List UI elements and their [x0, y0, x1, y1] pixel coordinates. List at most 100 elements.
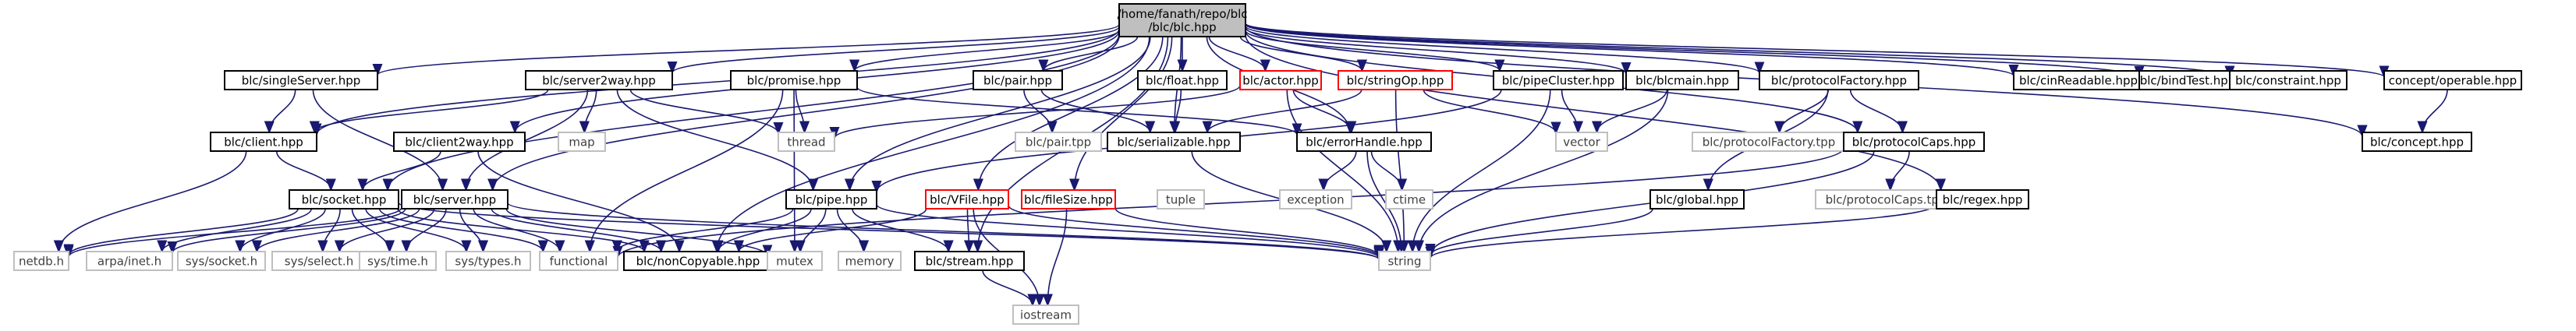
node-concept-hpp[interactable]: blc/concept.hpp: [2362, 132, 2472, 152]
node-pipe[interactable]: blc/pipe.hpp: [785, 189, 877, 210]
node-vector: vector: [1555, 132, 1608, 152]
node-box: [973, 70, 1063, 90]
node-label: blc/protocolCaps.tpp: [1826, 193, 1947, 207]
node-label: blc/protocolFactory.tpp: [1703, 136, 1836, 150]
node-regex[interactable]: blc/regex.hpp: [1936, 189, 2029, 210]
node-string: string: [1378, 251, 1431, 271]
node-arpa-inet: arpa/inet.h: [86, 251, 173, 271]
node-stringOp[interactable]: blc/stringOp.hpp: [1338, 70, 1453, 90]
node-promise[interactable]: blc/promise.hpp: [730, 70, 858, 90]
edge-fileSize-to-iostream: [1047, 208, 1068, 305]
node-label: /home/fanath/repo/blc: [1118, 7, 1248, 21]
node-actor[interactable]: blc/actor.hpp: [1239, 70, 1322, 90]
edge-operable-to-concept-hpp: [2422, 89, 2448, 133]
node-label: blc/errorHandle.hpp: [1306, 136, 1423, 150]
node-box: [1107, 132, 1241, 152]
node-box: [210, 132, 317, 152]
node-tuple: tuple: [1157, 189, 1205, 210]
node-cinReadable[interactable]: blc/cinReadable.hpp: [2013, 70, 2144, 90]
node-label: functional: [550, 255, 608, 269]
edge-fileSize-to-string: [1114, 207, 1379, 257]
node-server2way[interactable]: blc/server2way.hpp: [525, 70, 673, 90]
edge-blc-hpp-to-nonCopyable: [717, 36, 1150, 252]
node-box: [1493, 70, 1624, 90]
node-box: [778, 132, 835, 152]
node-box: [1625, 70, 1739, 90]
edge-pipe-to-functional: [617, 208, 794, 252]
node-pipeCluster[interactable]: blc/pipeCluster.hpp: [1493, 70, 1624, 90]
node-label: netdb.h: [19, 255, 64, 269]
node-box: [558, 132, 606, 152]
node-server[interactable]: blc/server.hpp: [401, 189, 508, 210]
node-errorHandle[interactable]: blc/errorHandle.hpp: [1296, 132, 1432, 152]
node-blc-hpp[interactable]: /home/fanath/repo/blc/blc/blc.hpp: [1118, 3, 1248, 37]
edge-blc-hpp-to-stringOp: [1239, 36, 1362, 72]
node-box: [1378, 251, 1431, 271]
node-functional: functional: [539, 251, 618, 271]
edge-errorHandle-to-string: [1366, 150, 1401, 252]
node-constraint[interactable]: blc/constraint.hpp: [2229, 70, 2347, 90]
node-label: blc/protocolFactory.hpp: [1771, 74, 1907, 88]
node-box: [289, 189, 399, 210]
edge-blc-hpp-to-client: [317, 28, 1120, 136]
edge-errorHandle-to-ctime: [1370, 150, 1401, 191]
node-protocolFactory-hpp[interactable]: blc/protocolFactory.hpp: [1759, 70, 1919, 90]
node-box: [1649, 189, 1745, 210]
node-serializable[interactable]: blc/serializable.hpp: [1107, 132, 1241, 152]
node-sys-socket: sys/socket.h: [177, 251, 266, 271]
edge-global-to-string: [1430, 208, 1653, 256]
edge-actor-to-errorHandle: [1292, 89, 1351, 133]
edge-socket-to-netdb: [69, 208, 299, 256]
edge-socket-to-sys-types: [365, 208, 466, 252]
node-mutex: mutex: [767, 251, 823, 271]
edge-stream-to-iostream: [982, 269, 1033, 306]
node-label: blc/promise.hpp: [747, 74, 842, 88]
edge-blc-hpp-to-cinReadable: [1245, 23, 2014, 77]
node-label: memory: [845, 255, 895, 269]
node-box: [1338, 70, 1453, 90]
node-protocolFactory-tpp: blc/protocolFactory.tpp: [1692, 132, 1846, 152]
node-VFile[interactable]: blc/VFile.hpp: [925, 189, 1009, 210]
node-operable[interactable]: concept/operable.hpp: [2383, 70, 2522, 90]
edge-protocolCaps-hpp-to-functional: [618, 147, 1844, 258]
node-box: [1157, 189, 1205, 210]
edge-promise-to-errorHandle: [856, 86, 1297, 136]
edge-server-to-netdb: [69, 206, 402, 258]
node-box: [13, 251, 69, 271]
node-float[interactable]: blc/float.hpp: [1137, 70, 1228, 90]
edge-stringOp-to-string: [1394, 89, 1405, 252]
node-label: sys/time.h: [367, 255, 428, 269]
node-box: [1012, 305, 1079, 325]
edge-blc-hpp-to-promise: [855, 30, 1120, 72]
node-label: blc/VFile.hpp: [930, 193, 1005, 207]
node-fileSize[interactable]: blc/fileSize.hpp: [1021, 189, 1116, 210]
node-box: [1021, 189, 1116, 210]
edge-client-to-socket: [275, 150, 331, 191]
edge-singleServer-to-server: [312, 89, 442, 190]
node-sys-select: sys/select.h: [271, 251, 367, 271]
node-label: exception: [1287, 193, 1344, 207]
node-client[interactable]: blc/client.hpp: [210, 132, 317, 152]
edge-pipe-to-nonCopyable: [718, 208, 812, 252]
node-label: tuple: [1166, 193, 1196, 207]
node-singleServer[interactable]: blc/singleServer.hpp: [224, 70, 378, 90]
node-box: [86, 251, 173, 271]
node-bindTest[interactable]: blc/bindTest.hpp: [2138, 70, 2237, 90]
node-nonCopyable[interactable]: blc/nonCopyable.hpp: [623, 251, 773, 271]
edge-pipe-to-mutex: [800, 208, 827, 252]
node-global[interactable]: blc/global.hpp: [1649, 189, 1745, 210]
node-box: [1385, 189, 1433, 210]
node-label: thread: [787, 136, 825, 150]
node-client2way[interactable]: blc/client2way.hpp: [393, 132, 526, 152]
node-blcmain[interactable]: blc/blcmain.hpp: [1625, 70, 1739, 90]
edge-server-to-string: [507, 202, 1379, 260]
node-stream[interactable]: blc/stream.hpp: [914, 251, 1025, 271]
node-box: [177, 251, 266, 271]
node-box: [271, 251, 367, 271]
node-pair[interactable]: blc/pair.hpp: [973, 70, 1063, 90]
edge-blc-hpp-to-pipe: [849, 36, 1151, 190]
node-memory: memory: [838, 251, 902, 271]
node-socket[interactable]: blc/socket.hpp: [289, 189, 399, 210]
node-protocolCaps-hpp[interactable]: blc/protocolCaps.hpp: [1843, 132, 1985, 152]
node-box: [1296, 132, 1432, 152]
